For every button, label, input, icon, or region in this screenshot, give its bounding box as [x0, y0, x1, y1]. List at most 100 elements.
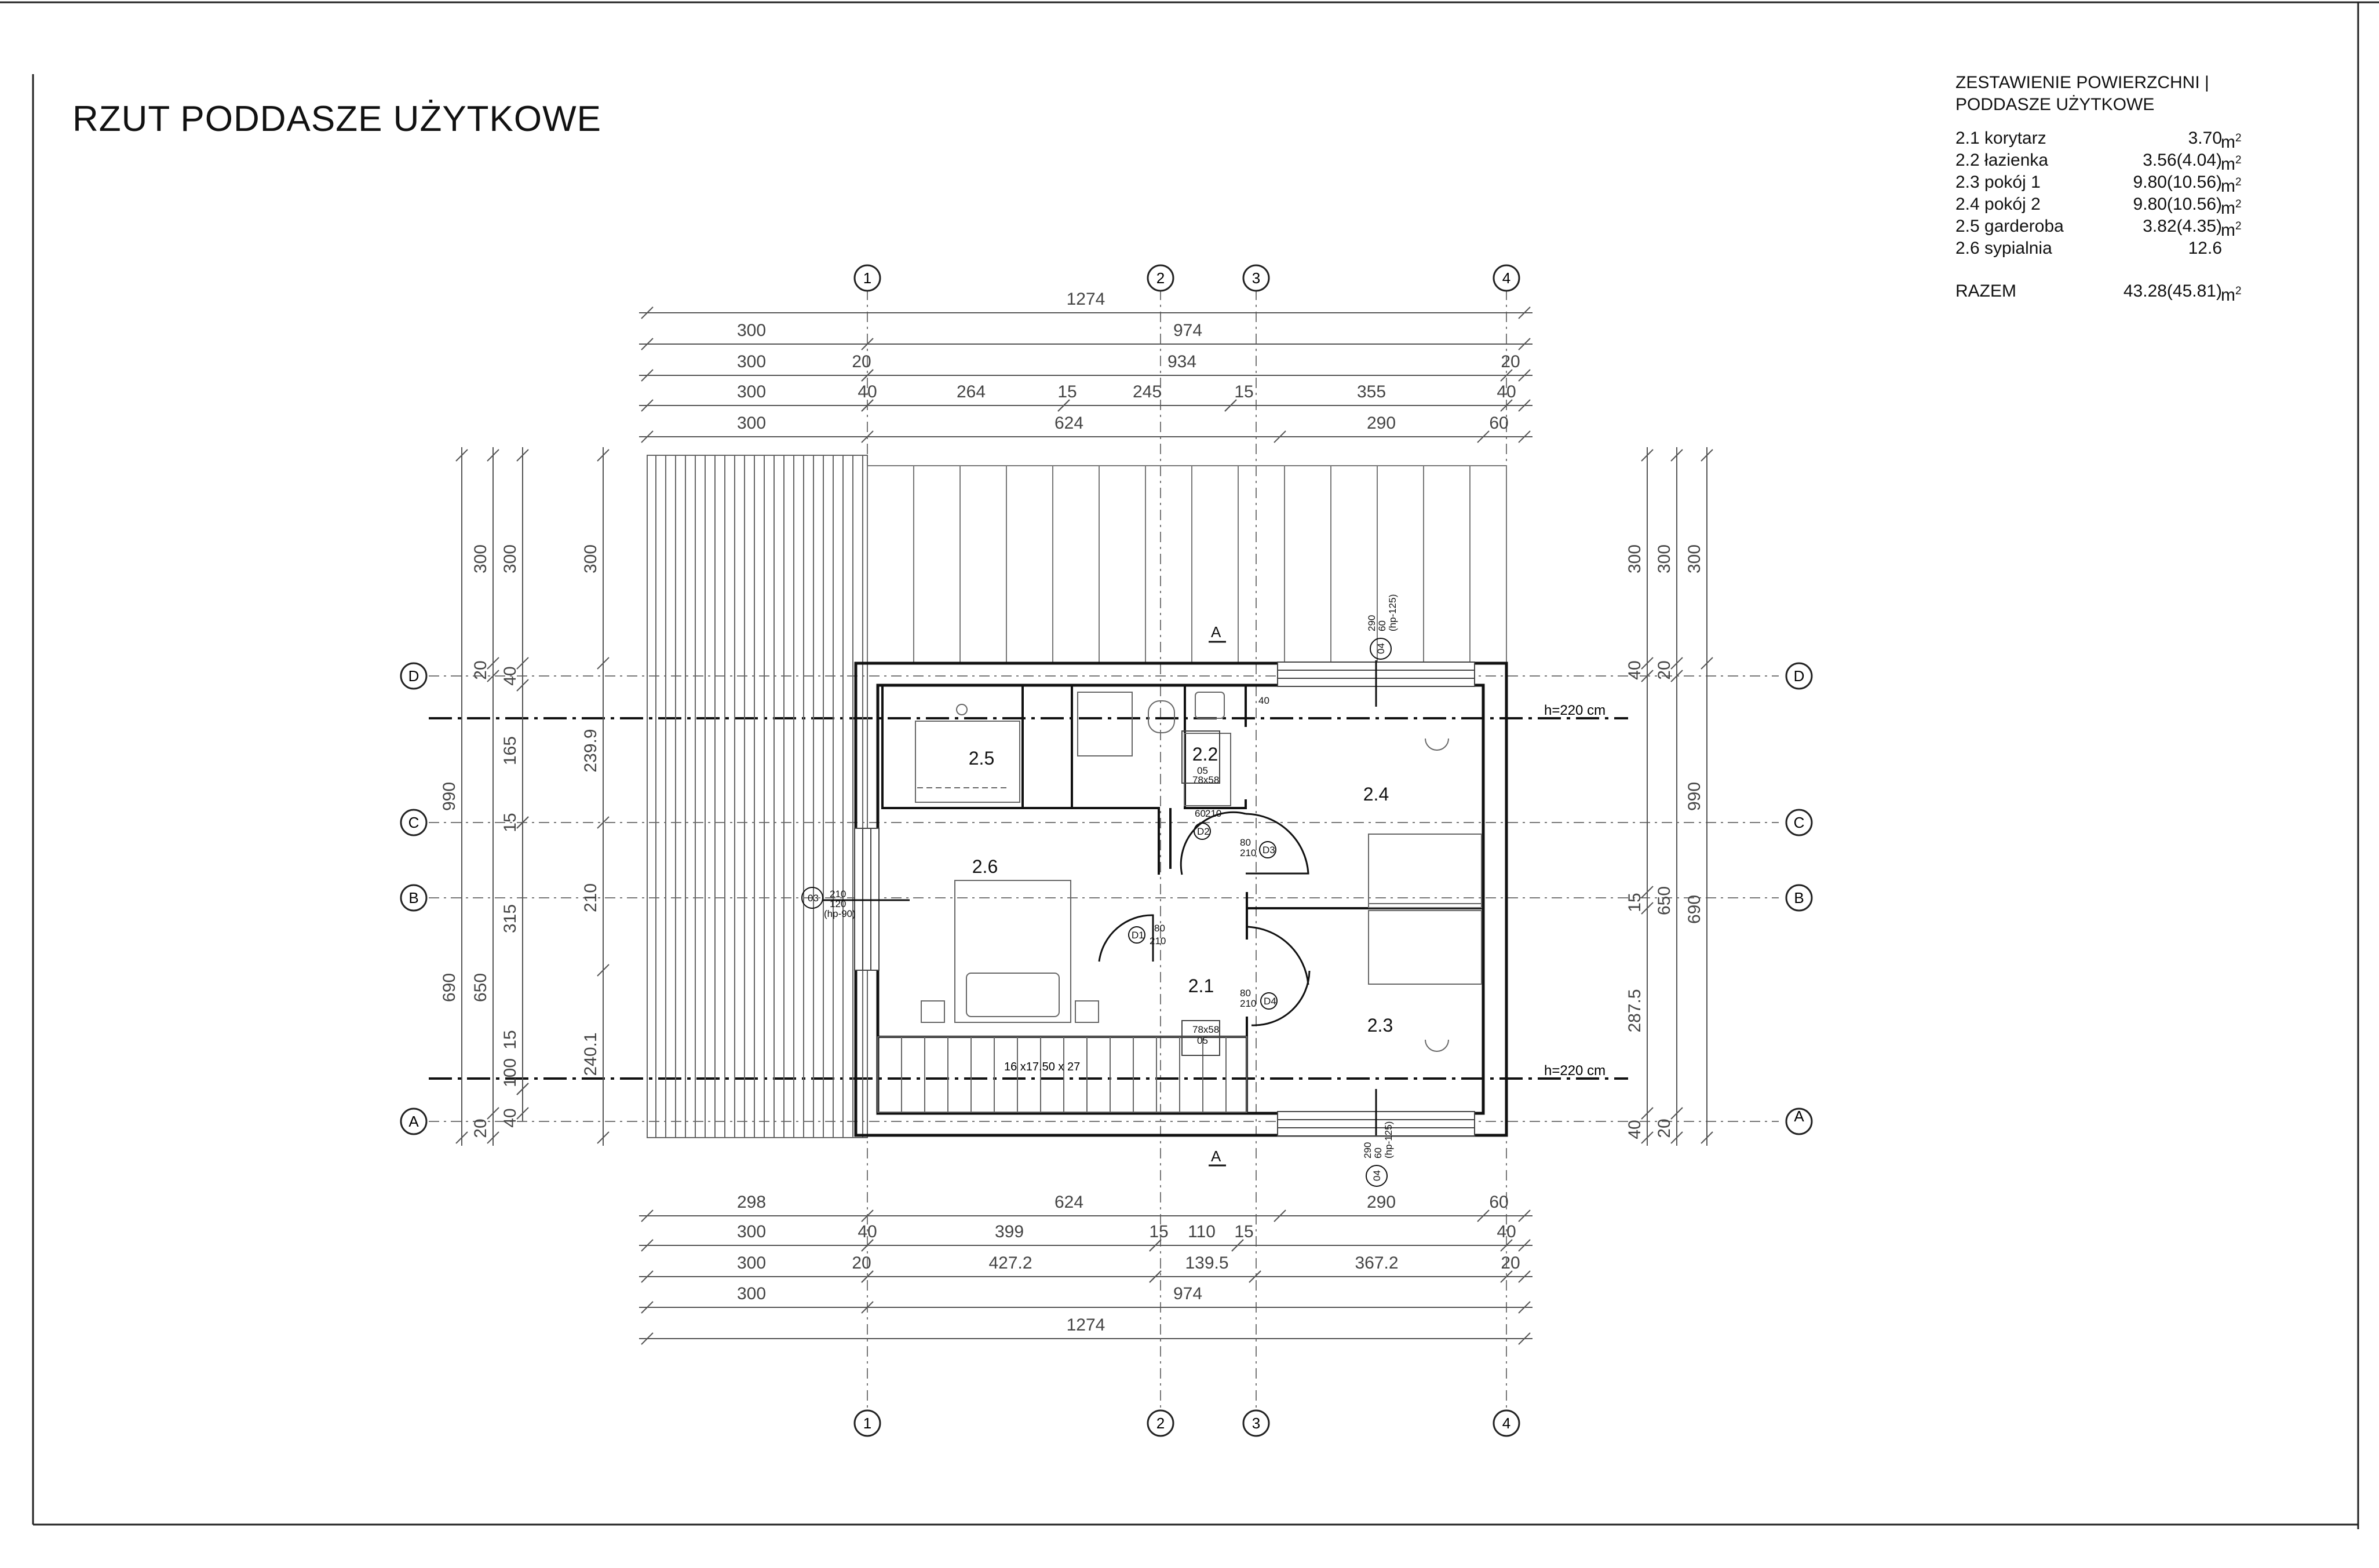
- dimension-tick: [455, 449, 468, 462]
- axis-label-2-top: 2: [1156, 269, 1165, 287]
- dimension-label: 20: [852, 352, 871, 371]
- dimension-tick: [1518, 338, 1531, 350]
- dimension-label: 300: [737, 414, 766, 433]
- dimension-label: 367.2: [1355, 1253, 1398, 1273]
- dimension-tick: [1149, 1239, 1162, 1252]
- dimension-label: 427.2: [988, 1253, 1032, 1273]
- dimension-tick: [861, 399, 874, 412]
- axis-label-4-bottom: 4: [1502, 1415, 1510, 1432]
- dimension-label: 40: [501, 666, 520, 685]
- dimension-label: 60: [1489, 1193, 1508, 1212]
- dimension-tick: [1641, 886, 1654, 898]
- room-label-2-5: 2.5: [969, 748, 994, 769]
- dimension-tick: [1518, 1301, 1531, 1314]
- dimension-tick: [1670, 449, 1683, 462]
- dimension-tick: [1701, 449, 1713, 462]
- dimension-label: 15: [1234, 382, 1253, 401]
- axis-label-D-left: D: [408, 667, 419, 685]
- window-04-top-label: 04: [1375, 643, 1386, 654]
- dimension-label: 315: [501, 904, 520, 933]
- dimension-label: 20: [1655, 1119, 1674, 1138]
- dimension-tick: [1641, 1131, 1654, 1144]
- area-row-value: 12.6: [2188, 239, 2222, 258]
- dimension-tick: [641, 338, 654, 350]
- window-04-top-dim-a: 290: [1366, 615, 1377, 631]
- dimension-tick: [1518, 306, 1531, 319]
- dimension-tick: [1274, 430, 1286, 443]
- axis-label-4-top: 4: [1502, 269, 1510, 287]
- area-total-row: RAZEM 43.28(45.81) m2: [1955, 280, 2257, 305]
- dimension-label: 300: [737, 1284, 766, 1303]
- dimension-tick: [1670, 1107, 1683, 1120]
- dimension-tick: [1701, 1131, 1713, 1144]
- height-lines: [429, 717, 1628, 1080]
- dimension-label: 934: [1167, 352, 1196, 371]
- dimension-tick: [861, 430, 874, 443]
- window-03-tag: 03: [808, 893, 819, 904]
- axis-label-A-left: A: [408, 1113, 419, 1130]
- axis-label-D-right: D: [1794, 667, 1805, 685]
- roof-slope-top: [867, 465, 1507, 663]
- dimension-tick: [1641, 670, 1654, 682]
- window-04-top-dim-c: (hp-125): [1387, 594, 1398, 631]
- window-04-bottom-dim-b: 60: [1373, 1147, 1384, 1158]
- dimension-label: 40: [1497, 382, 1516, 401]
- dimension-label: 40: [858, 1222, 877, 1241]
- dimension-label: 20: [1501, 352, 1520, 371]
- dimension-tick: [487, 1107, 499, 1120]
- dimension-label: 300: [581, 544, 600, 573]
- roof-windows: [1181, 730, 1220, 1056]
- dimension-tick: [1149, 1270, 1162, 1283]
- dimension-label: 624: [1055, 1193, 1083, 1212]
- dimension-tick: [861, 1301, 874, 1314]
- door-d3-dim-b: 210: [1240, 847, 1256, 858]
- dimension-tick: [641, 1239, 654, 1252]
- furniture: [915, 692, 1482, 1052]
- dimension-label: 20: [1655, 660, 1674, 679]
- room-label-2-3: 2.3: [1367, 1015, 1393, 1036]
- dimension-label: 300: [471, 544, 490, 573]
- area-row-unit: m2: [2221, 176, 2242, 196]
- dimension-label: 287.5: [1625, 989, 1644, 1032]
- dimension-tick: [1701, 657, 1713, 670]
- dimension-label: 300: [737, 352, 766, 371]
- dimension-tick: [641, 1301, 654, 1314]
- gable-windows: [1277, 661, 1475, 1136]
- area-row-value: 9.80(10.56): [2133, 173, 2222, 192]
- dimension-label: 650: [471, 973, 490, 1002]
- room-label-2-6: 2.6: [972, 856, 998, 877]
- section-mark-bottom: A: [1211, 1147, 1221, 1165]
- dimension-tick: [1518, 1270, 1531, 1283]
- dimension-label: 1274: [1067, 1315, 1105, 1335]
- roof-slope-left: [647, 455, 868, 1138]
- small-dim-40: 40: [1258, 695, 1269, 706]
- dimension-label: 20: [471, 1119, 490, 1138]
- area-row-label: 2.6 sypialnia: [1955, 239, 2052, 258]
- area-row: 2.6 sypialnia 12.6: [1955, 237, 2257, 259]
- dimension-tick: [861, 1239, 874, 1252]
- window-04-top-tag: 04 290 60 (hp-125): [1366, 594, 1398, 660]
- dimension-tick: [1500, 399, 1513, 412]
- dimension-label: 298: [737, 1193, 766, 1212]
- dimension-label: 40: [858, 382, 877, 401]
- dimension-label: 300: [737, 1222, 766, 1241]
- area-row-label: 2.4 pokój 2: [1955, 195, 2041, 214]
- dimension-label: 40: [1625, 660, 1644, 679]
- dimension-tick: [1641, 902, 1654, 915]
- dimension-tick: [641, 430, 654, 443]
- window-04-bottom-dim-a: 290: [1362, 1142, 1373, 1158]
- dimension-tick: [516, 816, 529, 829]
- area-row-unit: m2: [2221, 198, 2242, 218]
- area-schedule-header-2: PODDASZE UŻYTKOWE: [1955, 95, 2155, 114]
- axis-label-B-left: B: [408, 889, 418, 907]
- area-total-label: RAZEM: [1955, 282, 2016, 301]
- area-row-unit: m2: [2221, 220, 2242, 240]
- roofwin-05b-dims: 78x58: [1192, 1024, 1219, 1035]
- window-03-dim-c: (hp-90): [824, 908, 856, 919]
- dimension-tick: [516, 679, 529, 692]
- dimension-label: 245: [1133, 382, 1162, 401]
